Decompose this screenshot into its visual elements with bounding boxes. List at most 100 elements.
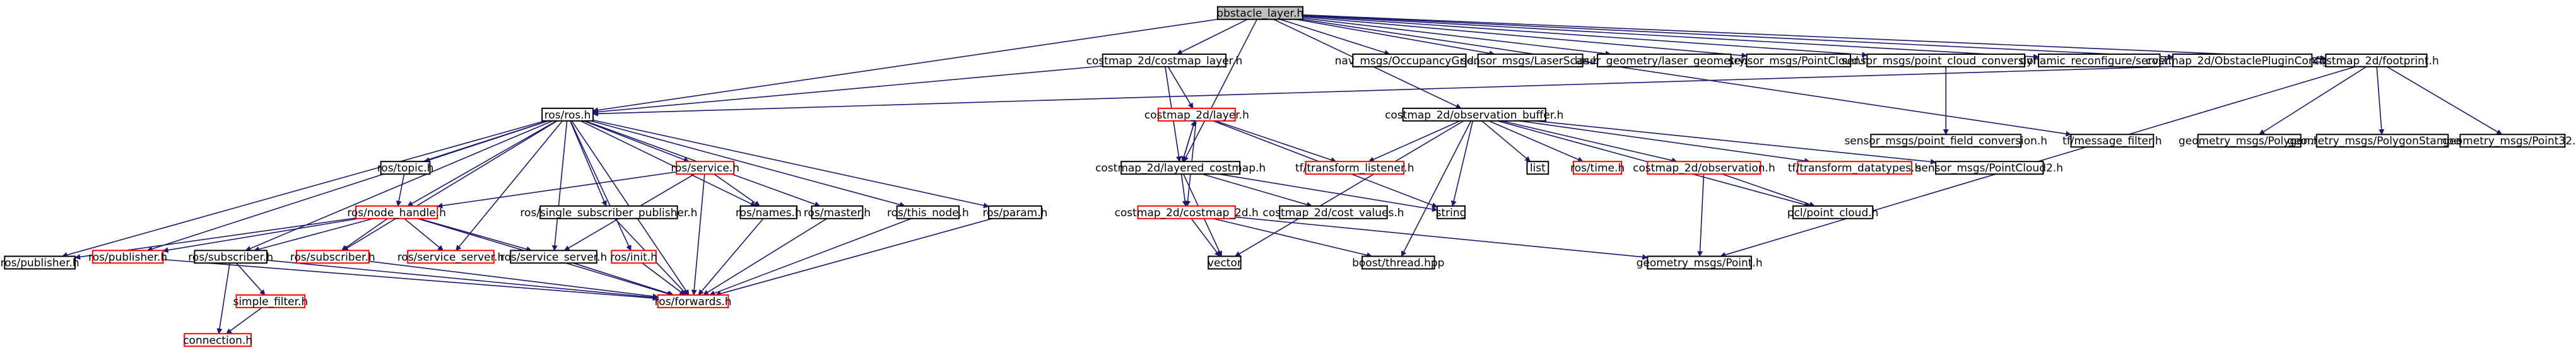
node-label: ros/service_server.h xyxy=(397,251,504,263)
node-label: costmap_2d/ObstaclePluginConfig.h xyxy=(2146,55,2339,67)
edge-cm_layer-to-tf_listener xyxy=(1215,120,1337,163)
node-label: geometry_msgs/Point32.h xyxy=(2443,135,2576,148)
edge-ros_ros-to-ros_service_server_b xyxy=(551,120,568,252)
node-simple-filter[interactable]: simple_filter.h xyxy=(233,294,308,308)
node-box xyxy=(1792,205,1874,219)
node-box xyxy=(2459,134,2566,148)
node-laser-geometry[interactable]: laser_geometry/laser_geometry.h xyxy=(1575,53,1754,67)
node-cm-footprint[interactable]: costmap_2d/footprint.h xyxy=(2314,53,2439,67)
node-cm-layered[interactable]: costmap_2d/layered_costmap.h xyxy=(1095,161,1266,175)
node-connection[interactable]: connection.h xyxy=(183,333,252,347)
edge-ros_node_handle-to-ros_publisher_r xyxy=(162,217,359,253)
node-pf-conversion[interactable]: sensor_msgs/point_field_conversion.h xyxy=(1844,134,2047,148)
node-pointcloud2[interactable]: sensor_msgs/PointCloud2.h xyxy=(1916,161,2063,175)
node-list[interactable]: list xyxy=(1526,161,1550,175)
node-ros-service-server-b[interactable]: ros/service_server.h xyxy=(500,250,607,263)
edge-cm_obs_buffer-to-cm_observation xyxy=(1501,120,1678,163)
edge-cm_layered-to-cm_layer xyxy=(1182,120,1196,162)
node-box xyxy=(184,333,252,347)
node-pc-conversion[interactable]: sensor_msgs/point_cloud_conversion.h xyxy=(1842,53,2050,67)
edge-ros_service-to-ros_names xyxy=(714,173,760,207)
node-pointcloud[interactable]: sensor_msgs/PointCloud.h xyxy=(1728,53,1869,67)
node-box xyxy=(539,205,678,219)
node-ros-ssp[interactable]: ros/single_subscriber_publisher.h xyxy=(520,205,697,219)
node-label: sensor_msgs/point_field_conversion.h xyxy=(1844,135,2047,148)
node-box xyxy=(2315,134,2449,148)
node-tf-listener[interactable]: tf/transform_listener.h xyxy=(1295,161,1414,175)
node-box xyxy=(407,250,495,264)
edge-ros_ros-to-ros_names xyxy=(580,120,756,207)
node-tf-msgfilter[interactable]: tf/message_filter.h xyxy=(2062,134,2162,148)
node-box xyxy=(91,250,164,264)
edge-ros_ros-to-ros_subscriber_r xyxy=(342,120,558,252)
node-box xyxy=(194,250,268,264)
node-tf-datatypes[interactable]: tf/transform_datatypes.h xyxy=(1788,161,1922,175)
node-ros-publisher-r[interactable]: ros/publisher.h xyxy=(88,250,167,263)
edge-ros_subscriber_b-to-ros_forwards xyxy=(266,260,659,301)
node-cm-observation[interactable]: costmap_2d/observation.h xyxy=(1633,161,1775,175)
node-dyn-reconf[interactable]: dynamic_reconfigure/server.h xyxy=(2020,53,2179,67)
node-label: ros/names.h xyxy=(736,207,802,219)
node-cm-cost-values[interactable]: costmap_2d/cost_values.h xyxy=(1262,205,1404,219)
node-ros-forwards[interactable]: ros/forwards.h xyxy=(655,294,732,308)
node-label: ros/param.h xyxy=(982,207,1047,219)
node-cm-costmap2d[interactable]: costmap_2d/costmap_2d.h xyxy=(1115,205,1259,219)
node-label: costmap_2d/costmap_2d.h xyxy=(1115,207,1259,219)
node-label: sensor_msgs/PointCloud.h xyxy=(1728,55,1869,67)
edge-ros_publisher_r-to-ros_forwards xyxy=(163,258,659,301)
node-ros-names[interactable]: ros/names.h xyxy=(736,205,802,219)
node-geo-point[interactable]: geometry_msgs/Point.h xyxy=(1637,255,1763,270)
node-ros-this-node[interactable]: ros/this_node.h xyxy=(887,205,969,219)
node-box xyxy=(811,205,864,219)
node-box xyxy=(510,250,597,264)
node-geo-polygonstamped[interactable]: geometry_msgs/PolygonStamped.h xyxy=(2287,134,2478,148)
node-box xyxy=(1402,107,1546,122)
edge-ros_ros-to-ros_ssp xyxy=(570,120,607,207)
edge-obstacle_layer-to-laserscan xyxy=(1296,18,1495,56)
node-ros-service[interactable]: ros/service.h xyxy=(671,161,739,175)
node-ros-master[interactable]: ros/master.h xyxy=(804,205,871,219)
node-ros-time[interactable]: ros/time.h xyxy=(1570,161,1625,175)
node-box xyxy=(1597,53,1732,67)
node-ros-node-handle[interactable]: ros/node_handle.h xyxy=(347,205,446,219)
node-label: costmap_2d/costmap_layer.h xyxy=(1086,55,1243,67)
edge-obstacle_layer-to-ros_ros xyxy=(592,18,1218,113)
edge-cm_obs_buffer-to-tf_listener xyxy=(1368,120,1461,163)
node-ros-init[interactable]: ros/init.h xyxy=(610,250,657,263)
node-label: ros/topic.h xyxy=(377,162,434,175)
node-ros-subscriber-r[interactable]: ros/subscriber.h xyxy=(290,250,375,263)
node-label: list xyxy=(1530,162,1546,175)
node-box xyxy=(1797,161,1912,175)
node-laserscan[interactable]: sensor_msgs/LaserScan.h xyxy=(1461,53,1599,67)
node-geo-point32[interactable]: geometry_msgs/Point32.h xyxy=(2443,134,2576,148)
node-obstacle-cfg[interactable]: costmap_2d/ObstaclePluginConfig.h xyxy=(2146,53,2339,67)
node-label: ros/master.h xyxy=(804,207,871,219)
node-label: pcl/point_cloud.h xyxy=(1787,207,1879,219)
node-cm-layer[interactable]: costmap_2d/layer.h xyxy=(1144,107,1249,122)
node-vector[interactable]: vector xyxy=(1208,255,1242,270)
node-box xyxy=(1120,161,1241,175)
node-cm-costmap-layer[interactable]: costmap_2d/costmap_layer.h xyxy=(1086,53,1243,67)
node-label: ros/publisher.h xyxy=(88,251,167,263)
node-ros-topic[interactable]: ros/topic.h xyxy=(377,161,434,175)
edge-cm_costmap_layer-to-cm_layer xyxy=(1167,66,1194,109)
node-geo-polygon[interactable]: geometry_msgs/Polygon.h xyxy=(2179,134,2320,148)
node-ros-param[interactable]: ros/param.h xyxy=(982,205,1047,219)
node-obstacle-layer[interactable]: obstacle_layer.h xyxy=(1217,6,1303,20)
node-label: geometry_msgs/Polygon.h xyxy=(2179,135,2320,148)
node-cm-obs-buffer[interactable]: costmap_2d/observation_buffer.h xyxy=(1385,107,1563,122)
node-pcl-point-cloud[interactable]: pcl/point_cloud.h xyxy=(1787,205,1879,219)
node-box xyxy=(2197,134,2302,148)
node-string[interactable]: string xyxy=(1436,205,1467,219)
edge-cm_costmap_layer-to-ros_ros xyxy=(592,65,1103,115)
node-boost-thread[interactable]: boost/thread.hpp xyxy=(1352,255,1444,270)
node-ros-subscriber-b[interactable]: ros/subscriber.h xyxy=(188,250,273,263)
edge-cm_layered-to-string xyxy=(1218,173,1438,212)
node-nav-occ[interactable]: nav_msgs/OccupancyGrid.h xyxy=(1335,53,1485,67)
node-ros-service-server-r[interactable]: ros/service_server.h xyxy=(397,250,504,263)
node-ros-publisher-b[interactable]: ros/publisher.h xyxy=(1,255,79,270)
node-label: ros/node_handle.h xyxy=(347,207,446,219)
node-ros-ros[interactable]: ros/ros.h xyxy=(541,107,594,122)
edge-obstacle_layer-to-nav_occ xyxy=(1279,18,1391,55)
